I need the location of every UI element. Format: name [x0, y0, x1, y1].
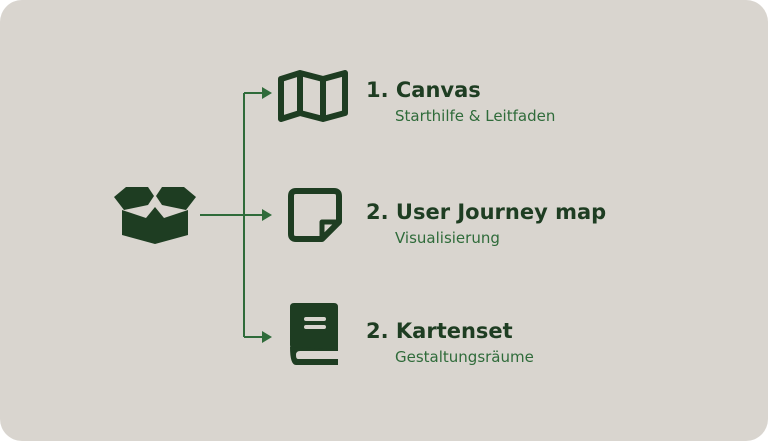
item-subtitle: Starthilfe & Leitfaden — [395, 107, 556, 125]
arrowhead-1 — [262, 87, 272, 99]
map-icon — [278, 70, 348, 122]
item-title: 2. Kartenset — [366, 319, 513, 343]
item-subtitle: Gestaltungsräume — [395, 348, 534, 366]
item-subtitle: Visualisierung — [395, 229, 500, 247]
item-title: 1. Canvas — [366, 78, 481, 102]
item-1: 1. Canvas Starthilfe & Leitfaden — [366, 77, 555, 126]
book-icon — [290, 303, 338, 365]
item-title: 2. User Journey map — [366, 200, 607, 224]
open-box-icon — [114, 187, 196, 244]
arrowhead-3 — [262, 331, 272, 343]
item-3: 2. Kartenset Gestaltungsräume — [366, 318, 534, 367]
arrowhead-2 — [262, 209, 272, 221]
item-2: 2. User Journey map Visualisierung — [366, 199, 606, 248]
sticky-note-icon — [288, 188, 342, 242]
